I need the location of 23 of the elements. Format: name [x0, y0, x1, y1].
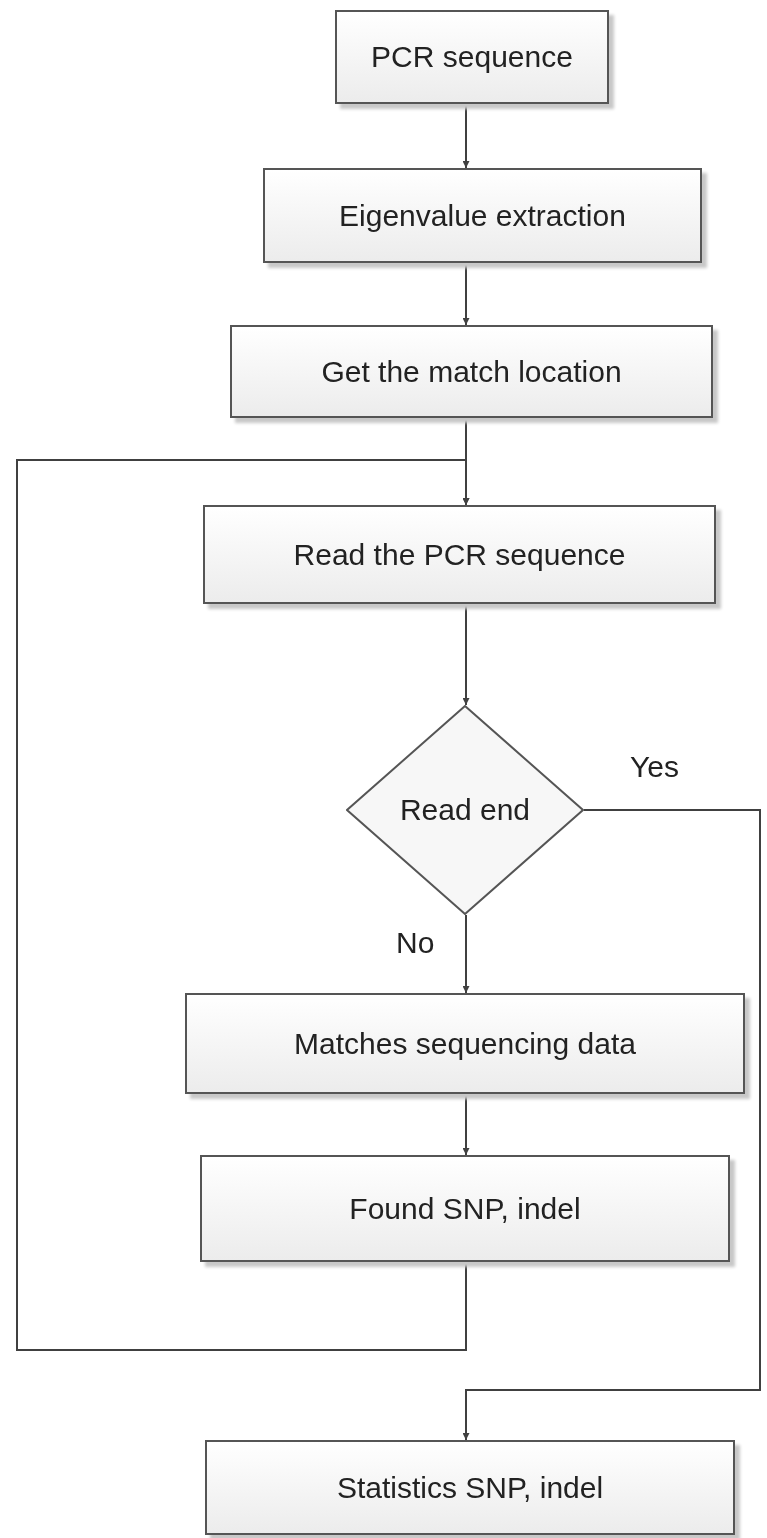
- node-label: Matches sequencing data: [294, 1025, 636, 1062]
- arrow: [462, 103, 470, 169]
- node-label: Eigenvalue extraction: [339, 197, 626, 234]
- arrow: [462, 1093, 470, 1156]
- process-box: [200, 1155, 730, 1262]
- arrow: [16, 459, 470, 1351]
- process-box: [230, 325, 713, 418]
- node-label: Read the PCR sequence: [293, 536, 626, 573]
- arrow: [462, 262, 470, 326]
- process-box: [205, 1440, 735, 1535]
- node-label: Read end: [399, 792, 531, 829]
- process-box: [203, 505, 716, 604]
- node-label: PCR sequence: [371, 39, 573, 76]
- arrow: [462, 809, 761, 1441]
- node-label: Statistics SNP, indel: [336, 1469, 604, 1506]
- arrow: [462, 603, 470, 706]
- decision-diamond: [346, 705, 584, 915]
- node-label: Get the match location: [321, 353, 622, 390]
- node-label: Found SNP, indel: [349, 1190, 581, 1227]
- process-box: [263, 168, 702, 263]
- process-box: [335, 10, 609, 104]
- process-box: [185, 993, 745, 1094]
- arrow: [462, 914, 470, 994]
